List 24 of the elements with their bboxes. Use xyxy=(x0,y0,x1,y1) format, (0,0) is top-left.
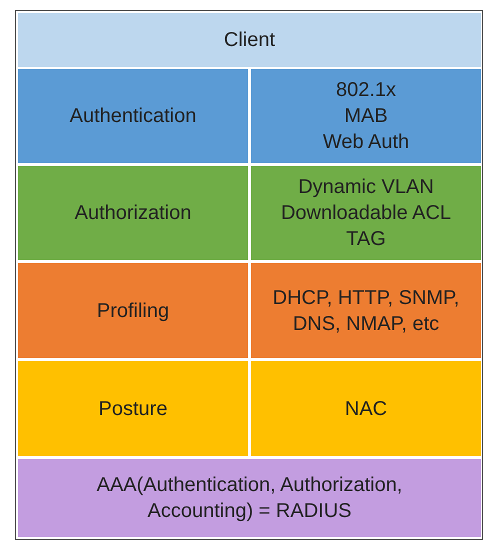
layer-label-box xyxy=(18,361,248,456)
cell-text: Authentication xyxy=(70,104,196,129)
cell-text: Web Auth xyxy=(322,130,410,155)
cell-text: DHCP, HTTP, SNMP, DNS, NMAP, etc xyxy=(272,286,460,336)
cell-text: 802.1x xyxy=(336,78,396,103)
cell-text: Authorization xyxy=(74,201,192,226)
aaa-box xyxy=(18,459,481,537)
protocol-list-box xyxy=(251,166,481,260)
cell-text: Client xyxy=(224,28,276,53)
cell-text: TAG xyxy=(346,227,386,252)
layer-label-box xyxy=(18,166,248,260)
protocol-list-box xyxy=(251,69,481,163)
cell-text: Profiling xyxy=(96,298,170,324)
client-box xyxy=(18,13,481,67)
cell-text: Posture xyxy=(98,396,168,422)
cell-text: Dynamic VLAN xyxy=(298,175,434,200)
cell-text: MAB xyxy=(344,104,388,129)
cell-text: AAA(Authentication, Authorization, Accounting) = RADIUS xyxy=(96,473,404,524)
protocol-list-box xyxy=(251,263,481,358)
cell-text: Downloadable ACL xyxy=(280,201,452,226)
cell-text: NAC xyxy=(344,396,388,422)
layer-label-box xyxy=(18,263,248,358)
protocol-list-box xyxy=(251,361,481,456)
layer-label-box xyxy=(18,69,248,163)
